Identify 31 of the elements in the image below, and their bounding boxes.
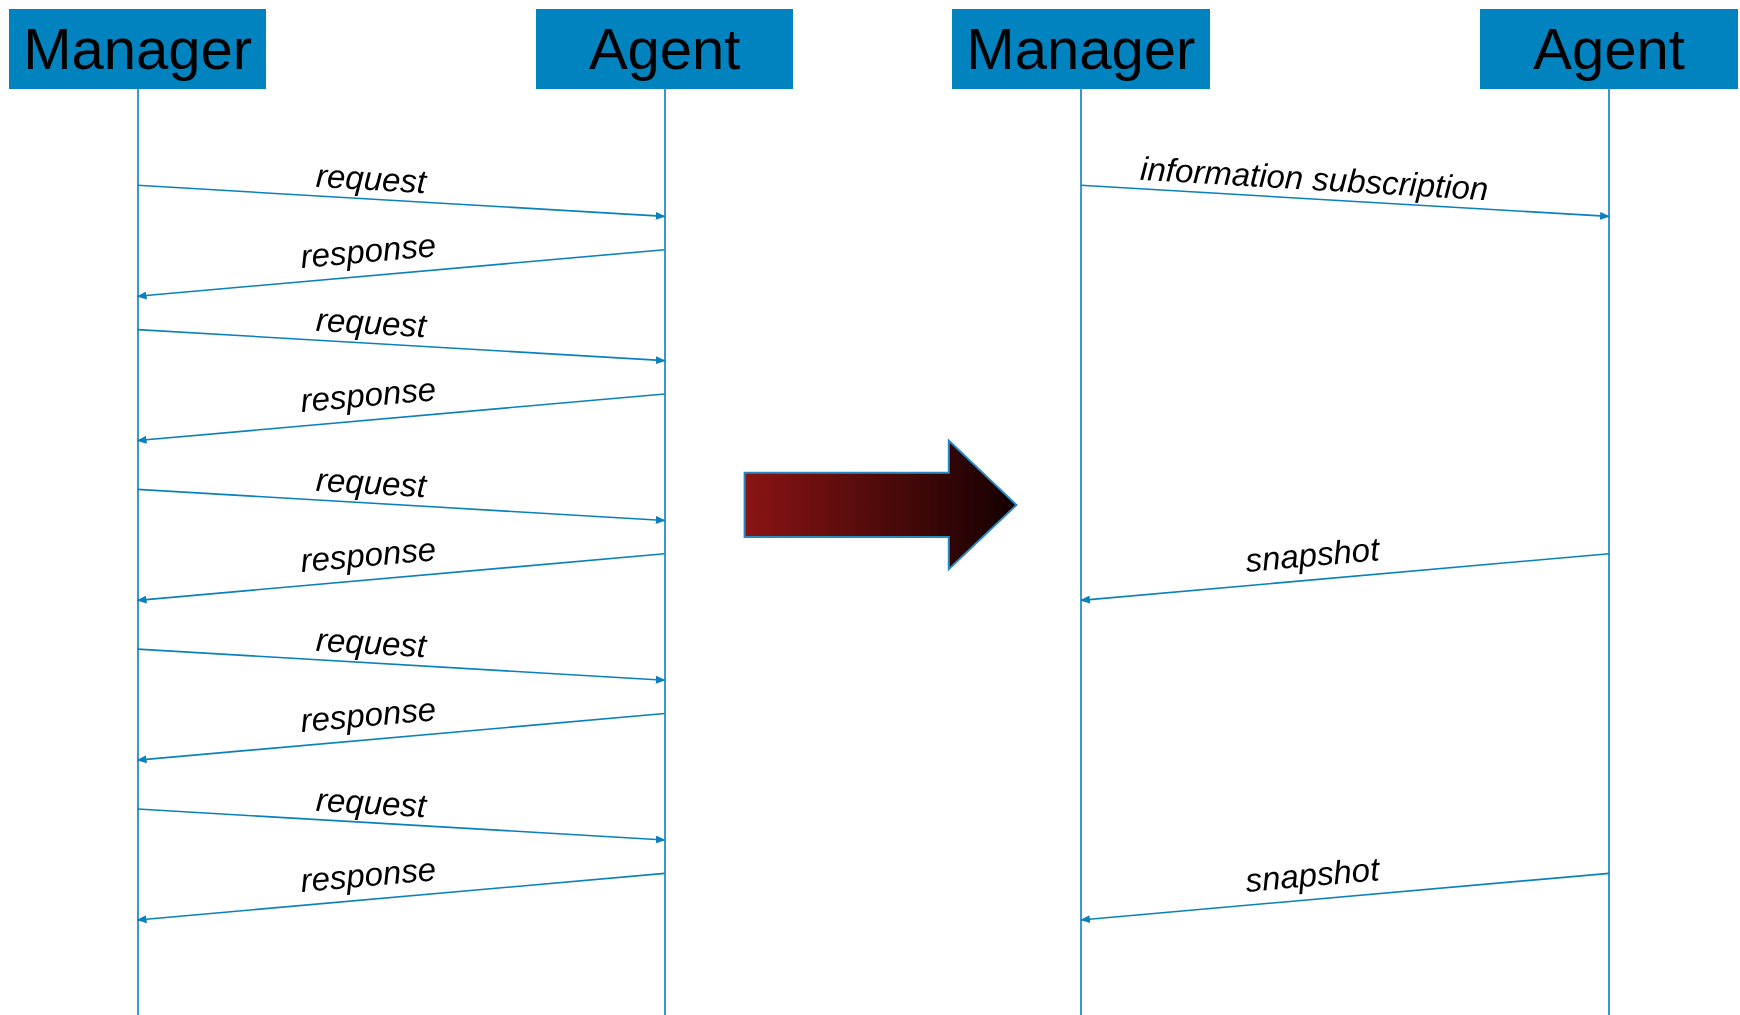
edge-label: response <box>299 227 438 276</box>
edge-label: response <box>299 531 438 580</box>
edge-label: request <box>315 157 428 201</box>
lifeline-header: Agent <box>535 8 794 89</box>
block-arrow <box>743 438 1018 572</box>
edge-label: request <box>315 461 428 505</box>
message-arrow <box>136 248 666 300</box>
edge-label: snapshot <box>1243 531 1381 580</box>
edge-label: response <box>299 371 438 420</box>
lifeline-header: Manager <box>952 8 1210 89</box>
message-arrow <box>1079 872 1610 924</box>
message-arrow <box>136 552 666 604</box>
message-arrow <box>136 872 666 924</box>
edge-label: information subscription <box>1139 150 1490 208</box>
lifeline-header: Agent <box>1480 8 1738 89</box>
edge-label: request <box>315 781 428 825</box>
message-arrow <box>136 488 666 524</box>
message-arrow <box>136 328 666 365</box>
message-arrow <box>136 808 666 844</box>
lifeline-header: Manager <box>8 8 267 89</box>
message-arrow <box>136 184 666 220</box>
message-arrow <box>136 712 666 764</box>
edge-label: request <box>315 301 428 345</box>
message-arrow <box>1079 552 1610 604</box>
message-arrow <box>136 648 666 684</box>
edge-label: response <box>299 850 438 899</box>
message-arrow <box>1080 184 1611 220</box>
edge-label: snapshot <box>1243 850 1381 899</box>
edge-label: response <box>299 691 438 740</box>
message-arrow <box>136 393 666 444</box>
edge-label: request <box>315 621 428 665</box>
